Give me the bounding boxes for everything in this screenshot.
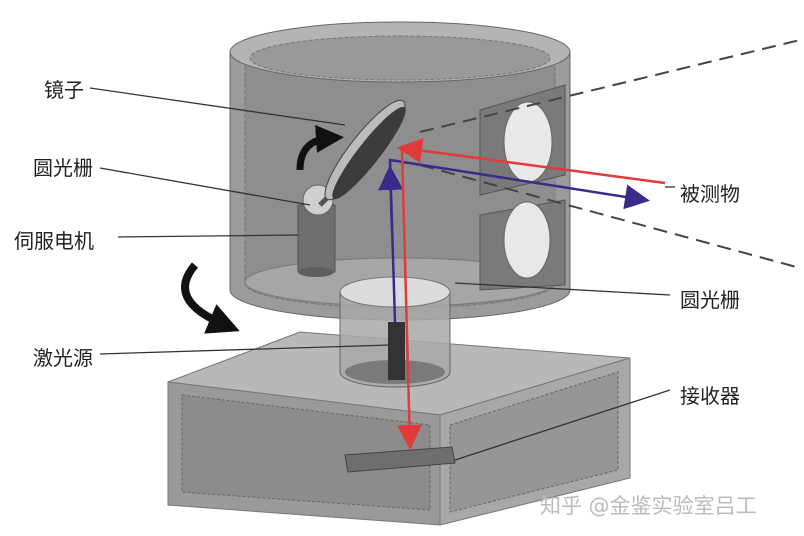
- cylinder-rotation-arrow-icon: [181, 262, 240, 334]
- outgoing-beam-arrow: [378, 165, 404, 231]
- label-receiver: 接收器: [680, 384, 740, 408]
- mirror: [318, 99, 406, 207]
- laser-source: [388, 322, 405, 380]
- return-beam-down: [396, 149, 422, 450]
- label-circular-grating-left: 圆光栅: [33, 156, 93, 180]
- mirror-rotation-arrow-icon: [296, 124, 344, 171]
- label-laser-source: 激光源: [33, 346, 93, 370]
- servo-motor: [297, 184, 336, 277]
- leader-lines: [89, 87, 675, 461]
- return-beam-in: [397, 138, 666, 185]
- label-mirror: 镜子: [44, 78, 84, 102]
- label-servo-motor: 伺服电机: [14, 229, 94, 253]
- label-target: 被测物: [680, 182, 740, 206]
- base-box: [167, 331, 631, 526]
- label-circular-grating-right: 圆光栅: [680, 288, 740, 312]
- window-lower: [479, 199, 566, 291]
- outgoing-beam: [388, 158, 650, 323]
- watermark: 知乎 @金鉴实验室吕工: [540, 494, 757, 518]
